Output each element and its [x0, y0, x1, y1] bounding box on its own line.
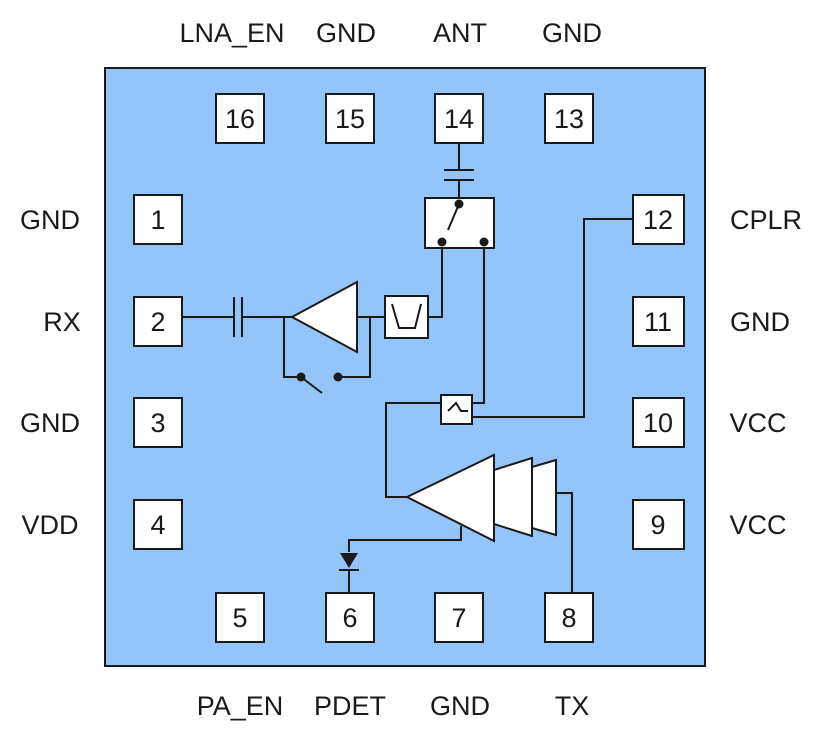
pin-number-13: 13	[554, 104, 584, 134]
pin-number-5: 5	[232, 603, 247, 633]
diode-icon	[339, 553, 359, 571]
pin-label-8: TX	[555, 691, 590, 721]
pin-16: 16	[215, 93, 265, 144]
pin-number-6: 6	[342, 603, 357, 633]
internal-wiring	[182, 143, 633, 593]
pin-label-10: VCC	[729, 408, 786, 438]
spdt-switch-icon	[424, 197, 495, 249]
lna-amplifier-icon	[289, 280, 358, 354]
pin-15: 15	[325, 93, 375, 144]
pin-number-14: 14	[444, 104, 474, 134]
pin-label-13: GND	[542, 18, 602, 48]
wire-pa-pdet	[348, 526, 462, 552]
pin-2: 2	[133, 296, 183, 347]
pin-6: 6	[325, 592, 375, 643]
capacitor-icon	[444, 169, 474, 181]
bypass-switch-icon	[296, 372, 343, 394]
pin-3: 3	[133, 397, 183, 448]
pin-label-12: CPLR	[730, 205, 802, 235]
wire-bypass-right	[338, 316, 371, 378]
pin-1: 1	[133, 194, 183, 245]
pin-label-1: GND	[20, 205, 80, 235]
pin-number-1: 1	[150, 205, 165, 235]
pin-label-14: ANT	[433, 18, 487, 48]
pin-label-16: LNA_EN	[179, 18, 284, 48]
pin-number-2: 2	[150, 307, 165, 337]
pin-number-3: 3	[150, 408, 165, 438]
pin-4: 4	[133, 499, 183, 550]
capacitor-icon	[233, 297, 243, 337]
pin-number-4: 4	[150, 510, 165, 540]
pin-label-4: VDD	[21, 510, 78, 540]
pin-number-16: 16	[225, 104, 255, 134]
pin-9: 9	[632, 499, 685, 550]
pin-7: 7	[434, 592, 484, 643]
pin-11: 11	[632, 296, 685, 347]
pin-label-15: GND	[316, 18, 376, 48]
pin-number-8: 8	[561, 603, 576, 633]
pin-number-11: 11	[644, 307, 672, 337]
pin-label-11: GND	[730, 307, 790, 337]
pin-label-9: VCC	[729, 510, 786, 540]
pin-number-10: 10	[643, 408, 673, 438]
pin-14: 14	[434, 93, 484, 144]
pin-number-9: 9	[650, 510, 665, 540]
pin-8: 8	[544, 592, 594, 643]
wire-filter-switch	[428, 242, 443, 318]
wire-tx-pa	[556, 492, 573, 593]
wire-bypass-left	[283, 317, 301, 378]
pin-number-7: 7	[451, 603, 466, 633]
pin-13: 13	[544, 93, 594, 144]
pin-12: 12	[632, 194, 685, 245]
pin-number-15: 15	[335, 104, 365, 134]
pin-label-7: GND	[430, 691, 490, 721]
pin-10: 10	[632, 397, 685, 448]
pin-number-12: 12	[643, 205, 673, 235]
bandpass-filter-icon	[384, 295, 429, 339]
pin-label-3: GND	[20, 408, 80, 438]
wire-coupler-cplr	[472, 218, 633, 418]
package-body	[104, 67, 706, 667]
pin-label-2: RX	[43, 307, 81, 337]
coupler-icon	[440, 394, 473, 425]
pin-label-6: PDET	[314, 691, 386, 721]
wire-coupler-pa	[385, 402, 441, 498]
wire-switch-coupler	[472, 242, 485, 404]
power-amplifier-icon	[404, 453, 557, 543]
pin-5: 5	[215, 592, 265, 643]
pin-label-5: PA_EN	[197, 691, 284, 721]
